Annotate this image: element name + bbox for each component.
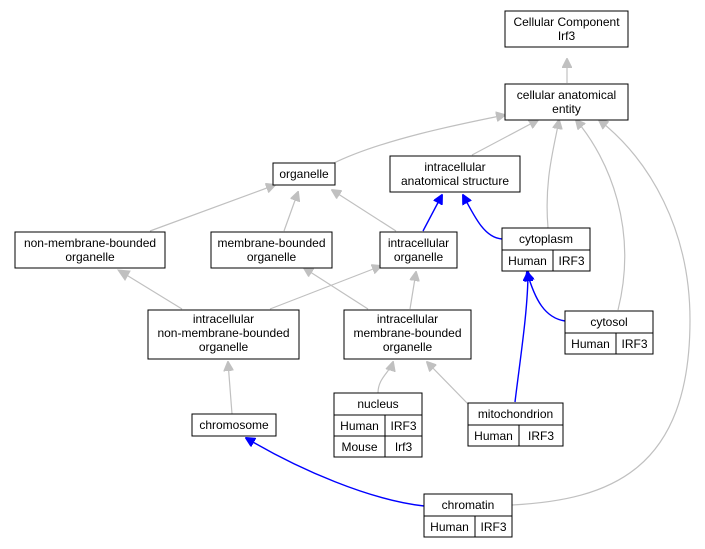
- edge-chromosome-inmbo: [228, 362, 232, 415]
- node-label-line: anatomical structure: [401, 174, 509, 188]
- node-non-membrane-bounded-organelle[interactable]: non-membrane-bounded organelle: [14, 231, 166, 269]
- node-chromosome[interactable]: chromosome: [191, 413, 277, 437]
- edge-mitochondrion-imbo: [427, 362, 469, 405]
- gene-cell: [518, 424, 564, 447]
- node-label-line: cytoplasm: [519, 232, 573, 246]
- node-nucleus[interactable]: nucleus Human IRF3 Mouse Irf3: [333, 392, 423, 458]
- gene-cell: [384, 435, 423, 458]
- node-cytoplasm[interactable]: cytoplasm Human IRF3: [501, 227, 591, 272]
- node-organelle[interactable]: organelle: [272, 162, 336, 186]
- edge-nmbo-organelle: [149, 185, 275, 232]
- edge-cytosol-cytoplasm: [527, 272, 566, 322]
- gene-label: IRF3: [390, 419, 416, 433]
- node-label-line: membrane-bounded: [217, 236, 325, 250]
- gene-label: IRF3: [621, 337, 647, 351]
- species-label: Human: [571, 337, 610, 351]
- edge-organelle-cae: [331, 115, 505, 165]
- node-label-line: membrane-bounded: [353, 326, 461, 340]
- node-intracellular-non-membrane-bounded-organelle[interactable]: intracellular non-membrane-bounded organ…: [147, 309, 300, 360]
- node-label-line: chromatin: [442, 498, 495, 512]
- node-label-line: mitochondrion: [478, 407, 553, 421]
- node-label-line: intracellular: [388, 236, 449, 250]
- node-label-line: organelle: [247, 250, 297, 264]
- edge-chromatin-chromosome: [246, 438, 425, 507]
- species-label: Human: [474, 429, 513, 443]
- arrowhead-nmbo: [116, 269, 131, 281]
- node-label-line: chromosome: [199, 418, 269, 432]
- node-label-line: Irf3: [558, 29, 576, 43]
- edge-inmbo-nmbo: [119, 270, 183, 310]
- node-label-line: organelle: [279, 167, 329, 181]
- node-label-line: intracellular: [377, 312, 438, 326]
- node-chromatin[interactable]: chromatin Human IRF3: [423, 493, 513, 538]
- edge-cytosol-cae: [576, 120, 626, 311]
- edge-mbo-organelle: [283, 192, 298, 232]
- node-label-line: cellular anatomical: [517, 88, 616, 102]
- edge-inmbo-io: [269, 266, 381, 310]
- species-label: Human: [508, 254, 547, 268]
- node-intracellular-organelle[interactable]: intracellular organelle: [379, 231, 458, 269]
- node-label-line: non-membrane-bounded: [157, 326, 289, 340]
- node-label-line: organelle: [65, 250, 115, 264]
- node-cytosol[interactable]: cytosol Human IRF3: [564, 310, 654, 355]
- gene-label: IRF3: [558, 254, 584, 268]
- node-label-line: entity: [552, 102, 581, 116]
- edge-chromatin-cae: [511, 120, 691, 506]
- node-cellular-component[interactable]: Cellular Component Irf3: [504, 10, 629, 48]
- node-label-line: organelle: [394, 250, 444, 264]
- edge-imbo-io: [409, 272, 416, 310]
- edge-io-organelle: [332, 190, 397, 232]
- edge-imbo-mbo: [304, 268, 369, 310]
- node-label-line: nucleus: [357, 397, 398, 411]
- gene-cell: [615, 332, 654, 355]
- node-label-line: organelle: [383, 340, 433, 354]
- edge-mitochondrion-cytoplasm: [514, 272, 528, 403]
- species-label: Mouse: [341, 440, 377, 454]
- gene-cell: [474, 515, 513, 538]
- gene-cell: [552, 249, 591, 272]
- node-membrane-bounded-organelle[interactable]: membrane-bounded organelle: [210, 231, 333, 269]
- species-label: Human: [340, 419, 379, 433]
- node-label-line: Cellular Component: [513, 15, 620, 29]
- node-label-line: intracellular: [193, 312, 254, 326]
- node-cellular-anatomical-entity[interactable]: cellular anatomical entity: [504, 83, 629, 121]
- edge-ias-cae: [471, 120, 538, 156]
- edge-cytoplasm-ias: [463, 195, 503, 240]
- edge-nucleus-imbo: [377, 362, 393, 394]
- node-mitochondrion[interactable]: mitochondrion Human IRF3: [467, 402, 564, 447]
- gene-label: IRF3: [528, 429, 554, 443]
- node-label-line: non-membrane-bounded: [24, 236, 156, 250]
- node-label-line: intracellular: [424, 160, 485, 174]
- species-label: Human: [430, 520, 469, 534]
- gene-label: IRF3: [480, 520, 506, 534]
- edges: [119, 59, 691, 507]
- node-intracellular-anatomical-structure[interactable]: intracellular anatomical structure: [389, 155, 521, 193]
- edge-cytoplasm-cae: [546, 120, 559, 229]
- node-label-line: cytosol: [590, 315, 627, 329]
- gene-label: Irf3: [395, 440, 413, 454]
- node-intracellular-membrane-bounded-organelle[interactable]: intracellular membrane-bounded organelle: [343, 309, 472, 360]
- node-label-line: organelle: [199, 340, 249, 354]
- edge-io-ias: [422, 195, 442, 232]
